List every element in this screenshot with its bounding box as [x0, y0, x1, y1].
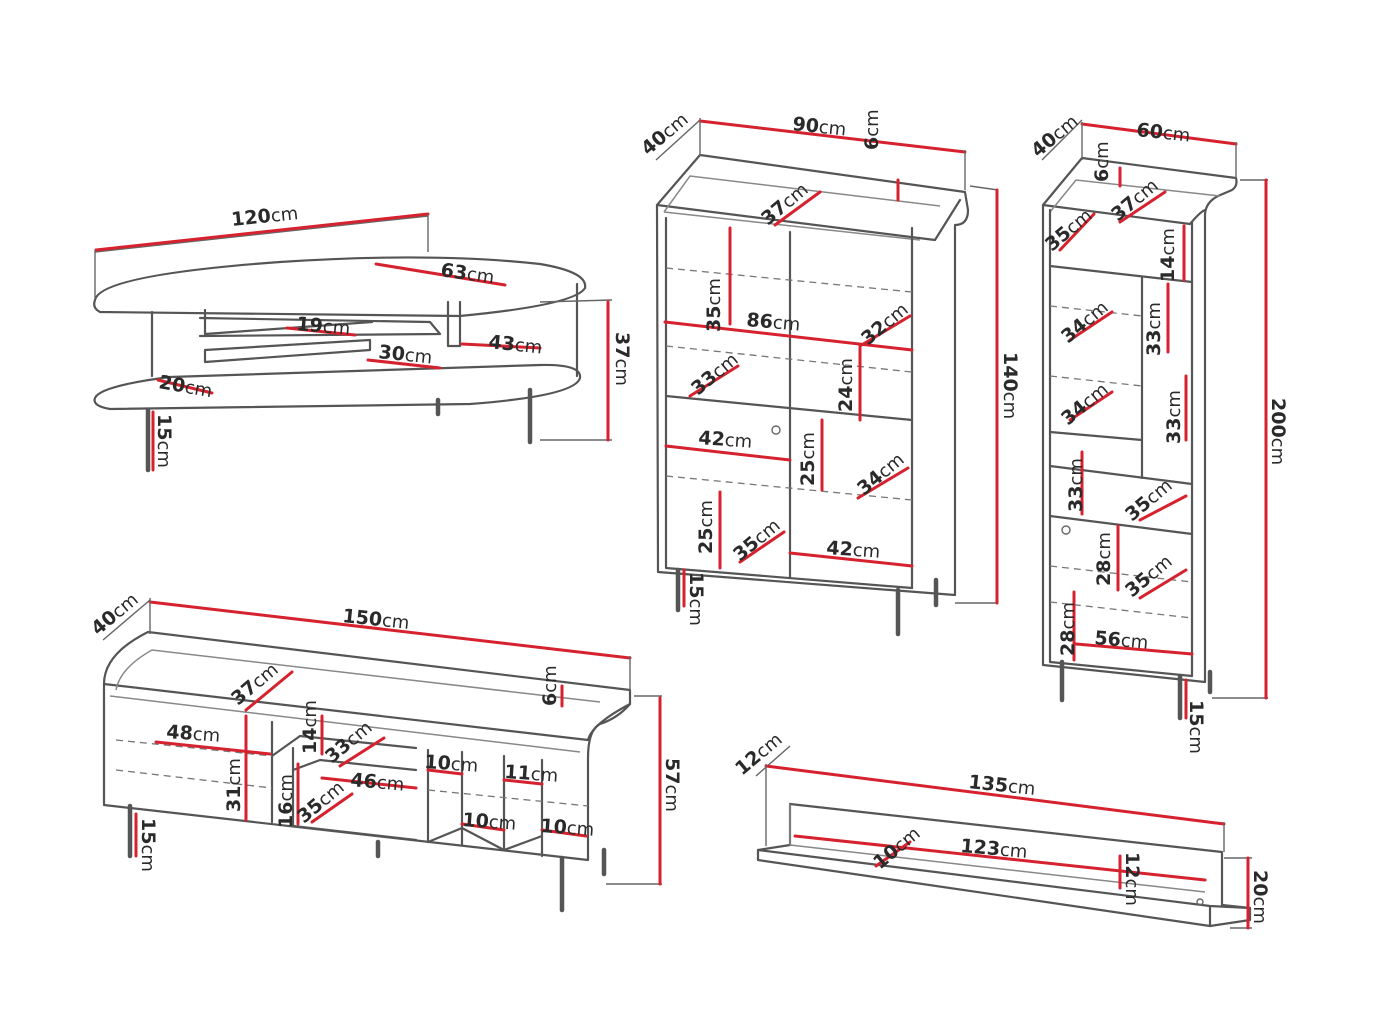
tall-cabinet-drawing — [1041, 119, 1268, 721]
ct-shelf-lower-label: 30cm — [377, 341, 433, 369]
tc-leg-label: 15cm — [1185, 700, 1207, 754]
ct-height-label: 37cm — [611, 332, 633, 386]
tv-sideboard-drawing — [102, 598, 662, 913]
hb-lower-height-label: 25cm — [695, 500, 717, 554]
tc-top-rim-label: 6cm — [1091, 141, 1113, 182]
ws-inner-width-label: 123cm — [960, 835, 1029, 863]
tv-height-label: 57cm — [661, 758, 683, 812]
tv-mid-width-label: 46cm — [350, 769, 406, 796]
tc-comp-depth-label: 35cm — [1121, 474, 1176, 525]
hb-lower-depth-label: 35cm — [729, 514, 784, 565]
ct-width-label: 120cm — [230, 202, 299, 231]
tv-slot1-width-label: 10cm — [424, 751, 479, 777]
hb-upper-height-label: 35cm — [703, 278, 725, 332]
tv-width-label: 150cm — [341, 605, 410, 634]
ws-width-label: 135cm — [967, 771, 1036, 800]
hb-top-rim-label: 6cm — [861, 109, 883, 150]
ws-inner-height-label: 12cm — [1121, 852, 1143, 906]
tc-shelf1-height-label: 33cm — [1143, 302, 1165, 356]
tv-mid-height-label: 14cm — [299, 700, 321, 754]
wall-shelf-drawing — [755, 745, 1252, 930]
hb-door-width-label: 42cm — [698, 427, 753, 453]
tv-mid-low-height-label: 16cm — [275, 774, 297, 828]
ct-top-depth-label: 63cm — [439, 259, 495, 288]
ct-bottom-depth-label: 20cm — [157, 371, 214, 402]
tc-top-height-label: 14cm — [1157, 228, 1179, 282]
ct-shelf-upper-label: 19cm — [296, 313, 352, 340]
tv-slot4-width-label: 10cm — [540, 815, 595, 841]
highboard-drawing — [655, 118, 999, 637]
tv-slot3-width-label: 10cm — [462, 809, 517, 835]
ws-height-label: 20cm — [1249, 870, 1271, 924]
tc-door-height-label: 28cm — [1093, 532, 1115, 586]
hb-mid-depth-label: 33cm — [687, 348, 742, 399]
hb-mid-height-label: 24cm — [835, 358, 857, 412]
tv-leg-label: 15cm — [137, 818, 159, 872]
hb-lower-width-label: 42cm — [826, 537, 881, 563]
tc-comp-height-label: 33cm — [1065, 458, 1087, 512]
tv-top-rim-label: 6cm — [539, 665, 561, 706]
ct-side-depth-label: 43cm — [487, 331, 543, 359]
ws-depth-label: 12cm — [731, 728, 786, 779]
tc-shelf2-height-label: 33cm — [1163, 390, 1185, 444]
hb-door-height-label: 25cm — [797, 432, 819, 486]
tc-bottom-width-label: 56cm — [1094, 627, 1150, 654]
tc-height-label: 200cm — [1267, 398, 1289, 465]
hb-shelf-width-label: 86cm — [746, 309, 802, 336]
tc-shelf1-depth-label: 34cm — [1057, 296, 1112, 347]
tc-bottom-height-label: 28cm — [1057, 602, 1079, 656]
hb-leg-label: 15cm — [685, 572, 707, 626]
ct-leg-label: 15cm — [153, 414, 175, 468]
tc-depth-label: 40cm — [1027, 110, 1082, 161]
coffee-table-drawing — [93, 212, 613, 473]
tv-left-width-label: 48cm — [166, 721, 221, 747]
hb-shelf-depth-right-label: 32cm — [857, 298, 912, 349]
tv-left-height-label: 31cm — [223, 758, 245, 812]
hb-height-label: 140cm — [999, 352, 1021, 419]
hb-width-label: 90cm — [791, 113, 847, 141]
tc-shelf2-depth-label: 34cm — [1057, 378, 1112, 429]
tc-width-label: 60cm — [1135, 119, 1191, 147]
tv-slot2-width-label: 11cm — [504, 761, 559, 787]
